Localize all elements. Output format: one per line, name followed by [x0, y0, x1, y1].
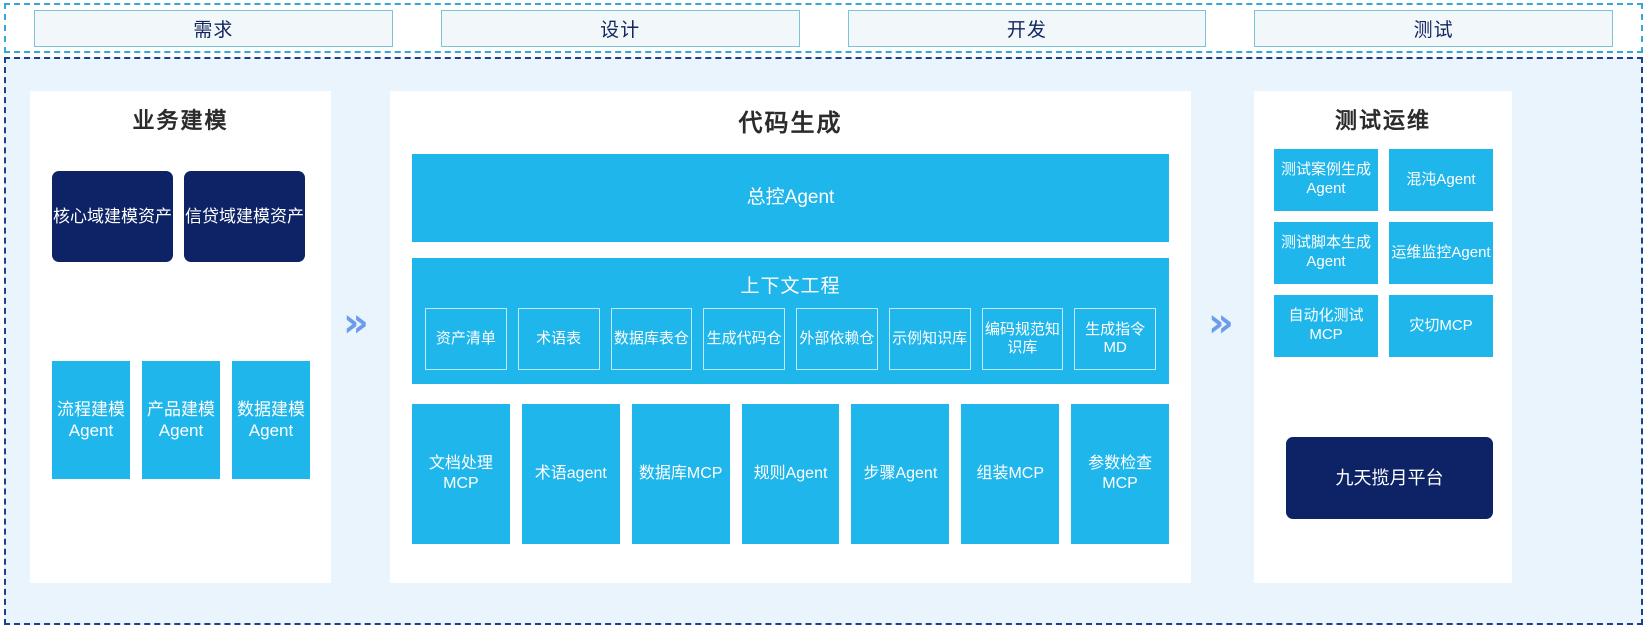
tool-card-step-agent[interactable]: 步骤Agent	[851, 404, 950, 544]
stage-box-development[interactable]: 开发	[847, 9, 1207, 47]
panel-business-modeling: 业务建模 核心域建模资产 信贷域建模资产 流程建模Agent 产品建模Agent…	[30, 91, 331, 583]
tool-card-label: 文档处理MCP	[428, 455, 493, 492]
context-item-coding-standard-knowledge-base[interactable]: 编码规范知识库	[981, 308, 1064, 370]
tool-card-rule-agent[interactable]: 规则Agent	[741, 404, 840, 544]
test-ops-card-label: 测试脚本生成Agent	[1280, 234, 1371, 270]
panel-code-generation: 代码生成 总控Agent 上下文工程 资产清单 术语表 数据库表仓	[390, 91, 1191, 583]
platform-card-label: 九天揽月平台	[1335, 467, 1444, 488]
stage-box-requirements[interactable]: 需求	[34, 9, 393, 47]
agent-card-label: 流程建模Agent	[57, 399, 125, 440]
test-ops-card-disaster-recovery-mcp[interactable]: 灾切MCP	[1389, 295, 1493, 357]
tool-card-document-processing-mcp[interactable]: 文档处理MCP	[412, 404, 510, 544]
context-engineering-title: 上下文工程	[740, 276, 841, 297]
master-agent-label: 总控Agent	[746, 187, 835, 209]
asset-card-label: 信贷域建模资产	[185, 206, 304, 226]
context-item-glossary[interactable]: 术语表	[517, 308, 600, 370]
agent-card-label: 产品建模Agent	[147, 399, 215, 440]
master-agent-card[interactable]: 总控Agent	[412, 154, 1169, 242]
tool-card-label: 组装MCP	[976, 465, 1044, 482]
context-item-label: 资产清单	[435, 330, 496, 347]
context-item-label: 生成指令MD	[1085, 321, 1146, 356]
context-item-example-knowledge-base[interactable]: 示例知识库	[888, 308, 971, 370]
context-item-label: 外部依赖仓	[799, 330, 875, 347]
context-item-external-dependency-repo[interactable]: 外部依赖仓	[796, 308, 878, 370]
asset-card-credit-domain[interactable]: 信贷域建模资产	[184, 171, 305, 262]
context-item-label: 数据库表仓	[613, 330, 689, 347]
business-agent-row: 流程建模Agent 产品建模Agent 数据建模Agent	[52, 361, 310, 479]
panel-title-business-modeling: 业务建模	[132, 108, 229, 133]
test-ops-card-label: 混沌Agent	[1406, 170, 1476, 188]
test-ops-card-operations-monitoring-agent[interactable]: 运维监控Agent	[1389, 222, 1493, 284]
tool-card-label: 数据库MCP	[638, 465, 723, 482]
panel-title-test-operations: 测试运维	[1334, 108, 1431, 133]
context-item-generation-instruction-md[interactable]: 生成指令MD	[1074, 308, 1156, 370]
agent-card-label: 数据建模Agent	[237, 399, 305, 440]
stage-label: 设计	[600, 19, 641, 41]
test-ops-card-label: 灾切MCP	[1409, 316, 1473, 334]
asset-card-label: 核心域建模资产	[53, 206, 172, 226]
stage-strip: 需求 设计 开发 测试	[4, 3, 1643, 53]
tool-card-assembly-mcp[interactable]: 组装MCP	[961, 404, 1060, 544]
context-item-label: 示例知识库	[892, 330, 968, 347]
agent-card-data-modeling[interactable]: 数据建模Agent	[232, 361, 310, 479]
test-ops-card-test-script-generation-agent[interactable]: 测试脚本生成Agent	[1274, 222, 1378, 284]
test-ops-card-label: 运维监控Agent	[1391, 243, 1491, 261]
test-ops-card-label: 自动化测试MCP	[1288, 307, 1364, 343]
context-item-label: 生成代码仓	[706, 330, 782, 347]
platform-card-jiutian-lanyue[interactable]: 九天揽月平台	[1286, 437, 1493, 519]
test-ops-card-grid: 测试案例生成Agent 混沌Agent 测试脚本生成Agent 运维监控Agen…	[1274, 149, 1493, 357]
tool-card-parameter-check-mcp[interactable]: 参数检查MCP	[1071, 404, 1170, 544]
agent-card-process-modeling[interactable]: 流程建模Agent	[52, 361, 130, 479]
stage-label: 开发	[1006, 19, 1047, 41]
context-item-label: 术语表	[536, 330, 582, 347]
main-diagram-area: 业务建模 核心域建模资产 信贷域建模资产 流程建模Agent 产品建模Agent…	[4, 57, 1643, 625]
tool-card-database-mcp[interactable]: 数据库MCP	[631, 404, 730, 544]
test-ops-card-label: 测试案例生成Agent	[1280, 161, 1371, 197]
test-ops-card-test-case-generation-agent[interactable]: 测试案例生成Agent	[1274, 149, 1378, 211]
business-asset-row: 核心域建模资产 信贷域建模资产	[52, 171, 310, 262]
context-item-generated-code-repo[interactable]: 生成代码仓	[703, 308, 785, 370]
stage-box-design[interactable]: 设计	[440, 9, 800, 47]
context-engineering-block: 上下文工程 资产清单 术语表 数据库表仓 生成代码仓 外部依赖仓	[412, 258, 1169, 384]
stage-label: 测试	[1413, 19, 1454, 41]
test-ops-card-chaos-agent[interactable]: 混沌Agent	[1389, 149, 1493, 211]
chevron-right-icon-1: »	[343, 300, 369, 346]
agent-card-product-modeling[interactable]: 产品建模Agent	[142, 361, 220, 479]
context-item-db-table-repo[interactable]: 数据库表仓	[610, 308, 693, 370]
stage-label: 需求	[193, 19, 234, 41]
tool-card-row: 文档处理MCP 术语agent 数据库MCP 规则Agent 步骤Agent 组…	[412, 404, 1170, 544]
stage-box-testing[interactable]: 测试	[1254, 9, 1613, 47]
tool-card-glossary-agent[interactable]: 术语agent	[521, 404, 620, 544]
panel-test-operations: 测试运维 测试案例生成Agent 混沌Agent 测试脚本生成Agent 运维监…	[1254, 91, 1512, 583]
chevron-right-icon-2: »	[1208, 300, 1234, 346]
panel-title-code-generation: 代码生成	[738, 110, 843, 137]
tool-card-label: 参数检查MCP	[1088, 455, 1153, 492]
tool-card-label: 步骤Agent	[863, 465, 938, 482]
context-item-label: 编码规范知识库	[984, 321, 1060, 356]
tool-card-label: 术语agent	[534, 465, 607, 482]
tool-card-label: 规则Agent	[753, 465, 828, 482]
context-item-asset-inventory[interactable]: 资产清单	[425, 308, 507, 370]
context-item-row: 资产清单 术语表 数据库表仓 生成代码仓 外部依赖仓 示例知	[412, 298, 1169, 370]
test-ops-card-automated-test-mcp[interactable]: 自动化测试MCP	[1274, 295, 1378, 357]
asset-card-core-domain[interactable]: 核心域建模资产	[52, 171, 173, 262]
